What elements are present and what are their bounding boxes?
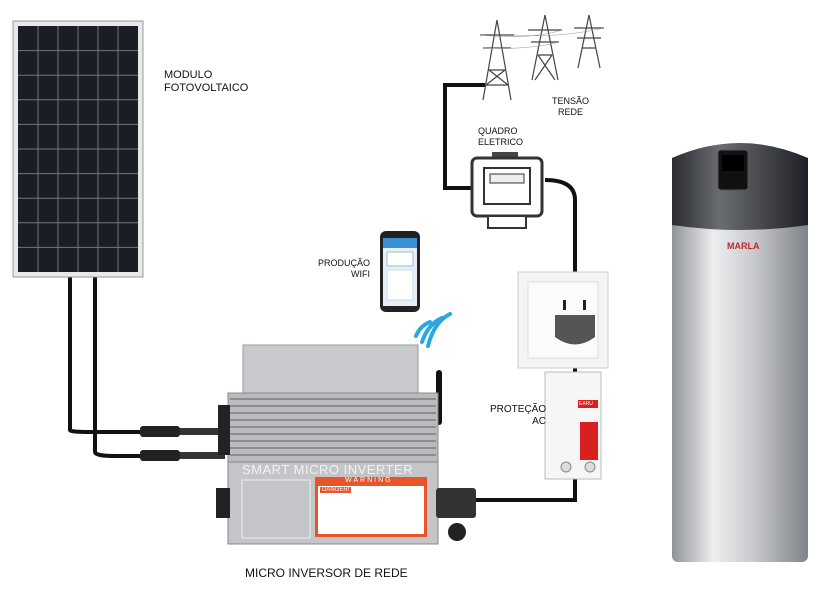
ac-cable-breaker <box>440 478 577 502</box>
label-wifi: PRODUÇÃO WIFI <box>312 258 370 280</box>
ac-breaker <box>544 371 602 480</box>
micro-inverter <box>216 344 476 545</box>
wifi-icon <box>414 312 452 348</box>
label-panel-line1: MODULO <box>164 69 213 81</box>
dc-cable-positive <box>68 276 140 434</box>
electric-meter-box <box>470 152 544 229</box>
wall-outlet <box>517 271 609 369</box>
heater-brand: MARLA <box>727 241 760 251</box>
inverter-warning-text: WARNING <box>345 477 393 484</box>
label-meter-line2: ELETRICO <box>478 137 524 147</box>
label-wifi-line2: WIFI <box>351 269 370 279</box>
label-inverter: MICRO INVERSOR DE REDE <box>245 566 408 580</box>
label-wifi-line1: PRODUÇÃO <box>317 258 370 268</box>
breaker-brand: EARU <box>579 401 593 407</box>
cables <box>68 83 577 502</box>
label-protection-line2: AC <box>532 416 546 427</box>
inverter-danger-text: DANGER! <box>320 487 352 493</box>
transmission-towers <box>479 14 605 101</box>
label-grid-line2: REDE <box>558 107 584 117</box>
smartphone <box>380 231 420 312</box>
label-protection-line1: PROTEÇÃO <box>490 404 547 415</box>
cable-outlet-meter <box>544 178 577 272</box>
solar-panel <box>12 20 144 278</box>
label-panel: MODULO FOTOVOLTAICO <box>164 69 248 95</box>
cable-meter-grid <box>443 83 485 190</box>
label-grid: TENSÃO REDE <box>552 96 589 118</box>
heat-pump-water-heater <box>672 143 808 562</box>
label-meter: QUADRO ELETRICO <box>478 126 523 148</box>
label-grid-line1: TENSÃO <box>552 96 590 106</box>
inverter-brand-text: SMART MICRO INVERTER <box>242 462 414 477</box>
label-meter-line1: QUADRO <box>478 126 518 136</box>
mc4-connectors <box>140 426 225 461</box>
label-panel-line2: FOTOVOLTAICO <box>164 82 249 94</box>
label-protection: PROTEÇÃO AC <box>490 404 546 428</box>
dc-cable-negative <box>93 276 140 458</box>
